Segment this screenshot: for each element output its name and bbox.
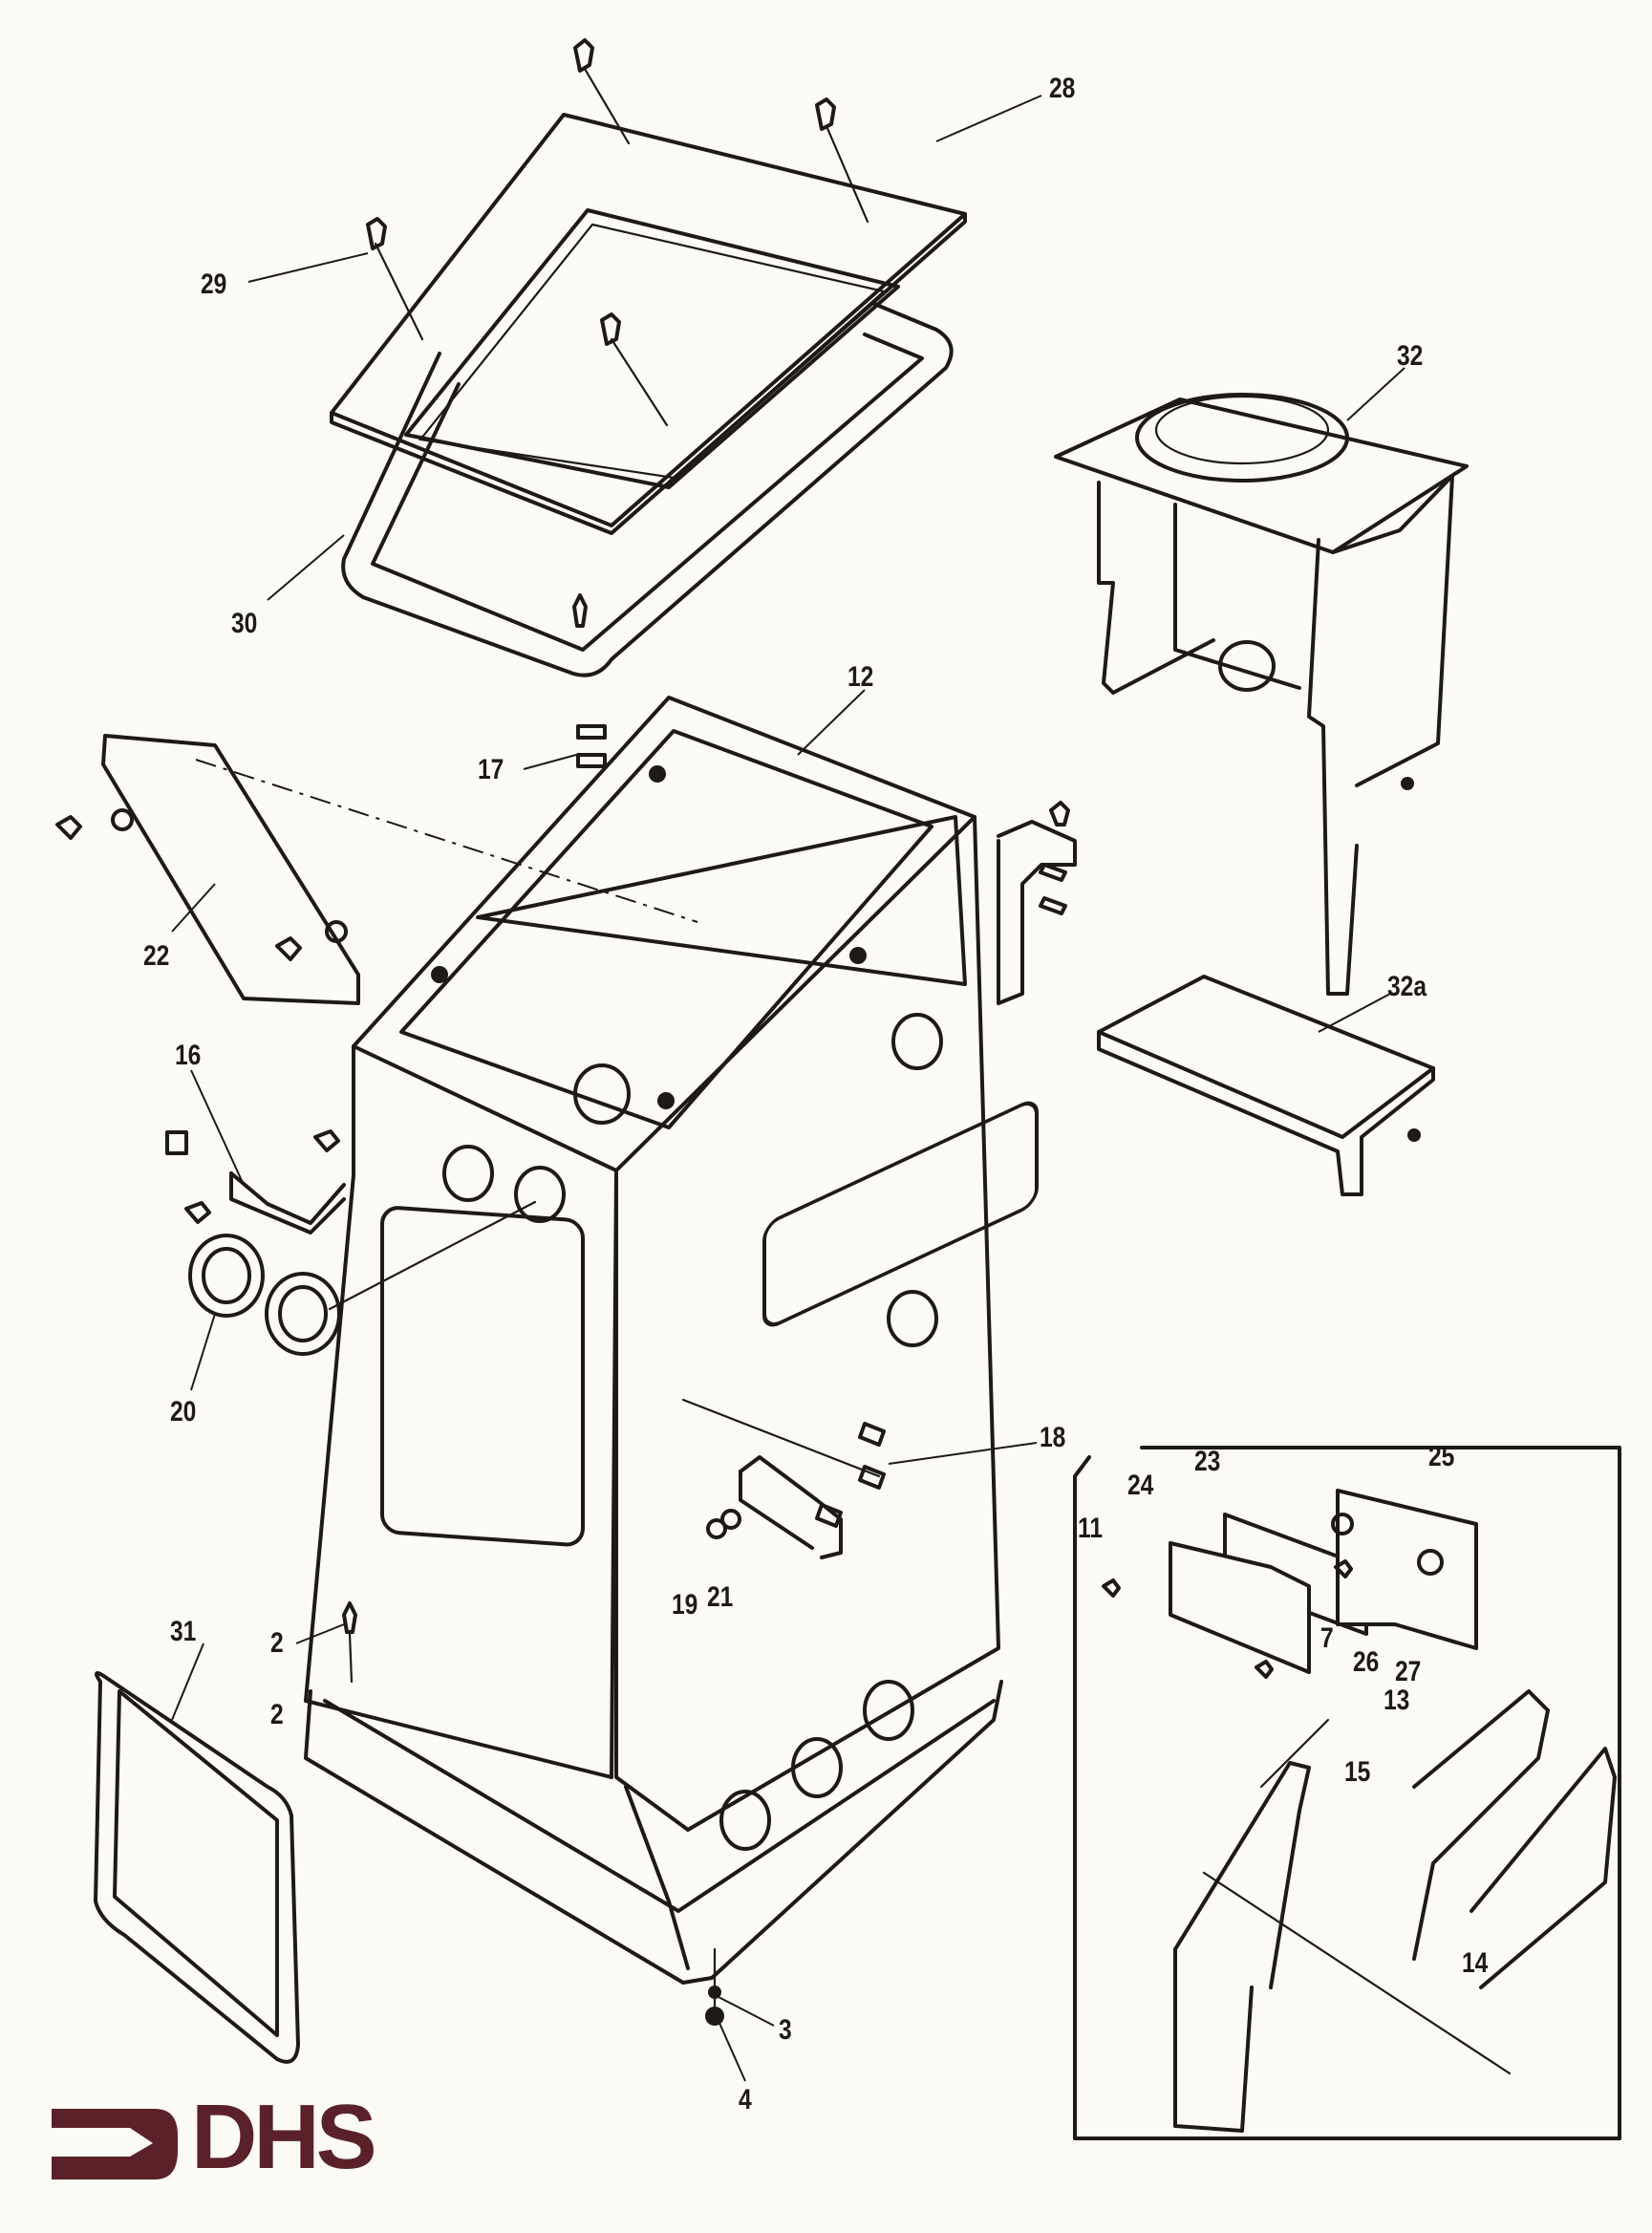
- part-18-bracket: [681, 1398, 886, 1559]
- callout-17: 17: [478, 754, 504, 785]
- arrow-bracket-icon: [52, 2109, 178, 2179]
- callout-11: 11: [1078, 1513, 1104, 1544]
- callout-15: 15: [1344, 1756, 1371, 1788]
- callout-30: 30: [231, 608, 258, 639]
- callout-27: 27: [1395, 1656, 1422, 1687]
- part-32a-tray: [1097, 975, 1435, 1196]
- part-30-gasket: [341, 302, 954, 677]
- logo-text: DHS: [191, 2086, 377, 2188]
- part-32-flue-hood: [1054, 393, 1469, 996]
- callout-28: 28: [1049, 73, 1076, 104]
- dhs-logo: DHS: [48, 2092, 411, 2183]
- callout-7: 7: [1320, 1622, 1334, 1654]
- callout-4: 4: [739, 2084, 752, 2115]
- callout-23: 23: [1194, 1446, 1221, 1477]
- callout-32: 32: [1397, 340, 1424, 372]
- callout-21: 21: [707, 1581, 734, 1613]
- part-31-gasket: [94, 1671, 300, 2064]
- callout-32a: 32a: [1387, 971, 1427, 1002]
- callout-31: 31: [170, 1616, 197, 1647]
- part-base-frame: [304, 1680, 1003, 1985]
- callout-13: 13: [1384, 1685, 1410, 1716]
- inset-box: [1073, 1446, 1621, 2140]
- part-20-grommets: [188, 1200, 537, 1356]
- part-16-bracket: [165, 1129, 346, 1235]
- part-17-bolts: [576, 724, 1077, 1005]
- part-22-cover-plate: [55, 734, 698, 1005]
- callout-26: 26: [1353, 1646, 1380, 1678]
- callout-12: 12: [847, 661, 874, 693]
- part-28-top-lid: [330, 113, 967, 535]
- callout-2-lower: 2: [270, 1699, 284, 1730]
- callout-24: 24: [1127, 1470, 1154, 1501]
- part-12-main-housing: [304, 696, 1039, 1851]
- callout-22: 22: [143, 940, 170, 972]
- part-29-fasteners: [366, 38, 869, 427]
- callout-19: 19: [672, 1589, 698, 1621]
- callout-18: 18: [1040, 1422, 1066, 1453]
- callout-20: 20: [170, 1396, 197, 1428]
- callout-16: 16: [175, 1040, 202, 1071]
- callout-29: 29: [201, 268, 227, 300]
- callout-25: 25: [1428, 1441, 1455, 1472]
- callout-3: 3: [779, 2014, 792, 2046]
- callout-2-upper: 2: [270, 1627, 284, 1659]
- callout-14: 14: [1462, 1947, 1489, 1979]
